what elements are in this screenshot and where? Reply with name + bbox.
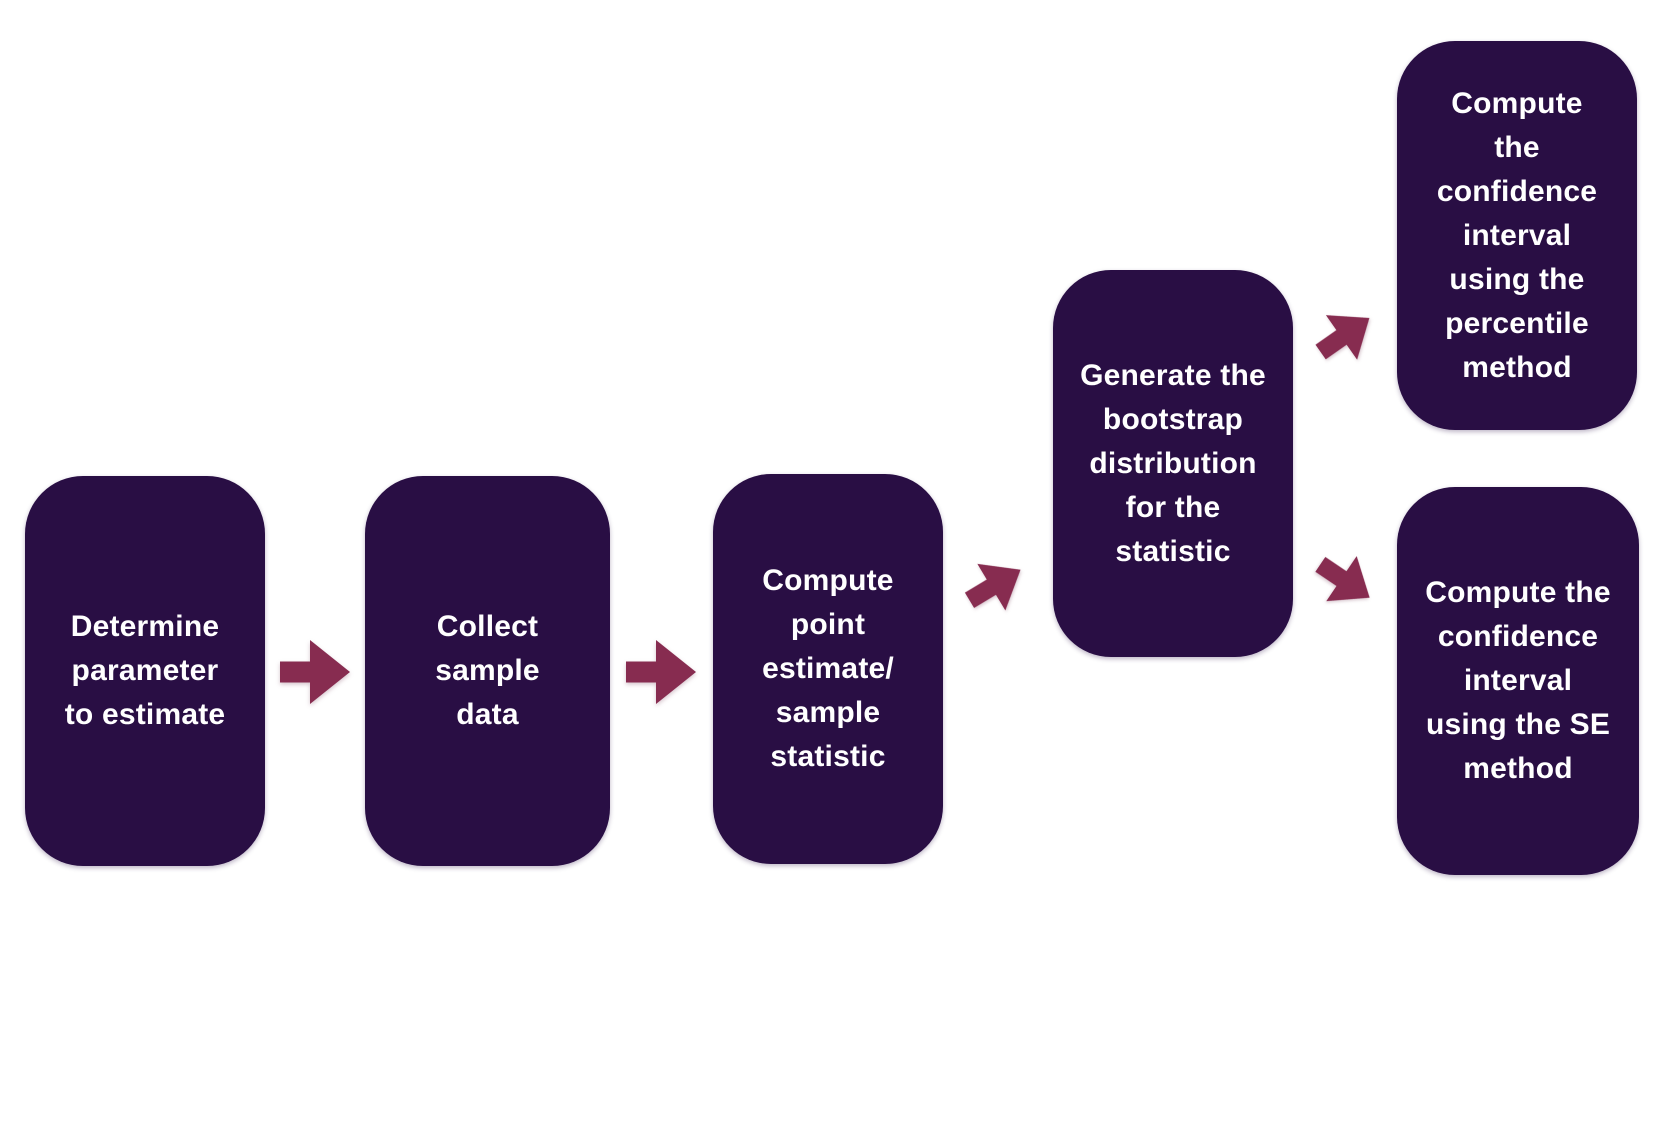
right-arrow-icon-step2-step3 xyxy=(626,640,696,704)
flow-step-compute-point-estimate: Compute point estimate/ sample statistic xyxy=(713,474,943,864)
flow-step-collect-sample-data-label: Collect sample data xyxy=(435,610,540,731)
flow-step-ci-se-method: Compute the confidence interval using th… xyxy=(1397,487,1639,875)
flow-step-determine-parameter-label: Determine parameter to estimate xyxy=(64,610,226,731)
up-right-arrow-icon-step4-step5 xyxy=(1315,315,1370,360)
flow-step-determine-parameter: Determine parameter to estimate xyxy=(25,476,265,866)
flow-step-collect-sample-data: Collect sample data xyxy=(365,476,610,866)
up-right-arrow-icon-step3-step4 xyxy=(964,563,1021,611)
flow-step-ci-se-method-label: Compute the confidence interval using th… xyxy=(1425,576,1611,785)
flow-step-compute-point-estimate-label: Compute point estimate/ sample statistic xyxy=(762,564,894,773)
right-arrow-icon-step1-step2 xyxy=(280,640,350,704)
flow-step-ci-percentile-method: Compute the confidence interval using th… xyxy=(1397,41,1637,430)
flow-step-generate-bootstrap-distribution: Generate the bootstrap distribution for … xyxy=(1053,270,1293,657)
flow-step-generate-bootstrap-distribution-label: Generate the bootstrap distribution for … xyxy=(1080,358,1266,568)
down-right-arrow-icon-step4-step6 xyxy=(1315,556,1370,602)
flow-step-ci-percentile-method-label: Compute the confidence interval using th… xyxy=(1436,86,1598,384)
